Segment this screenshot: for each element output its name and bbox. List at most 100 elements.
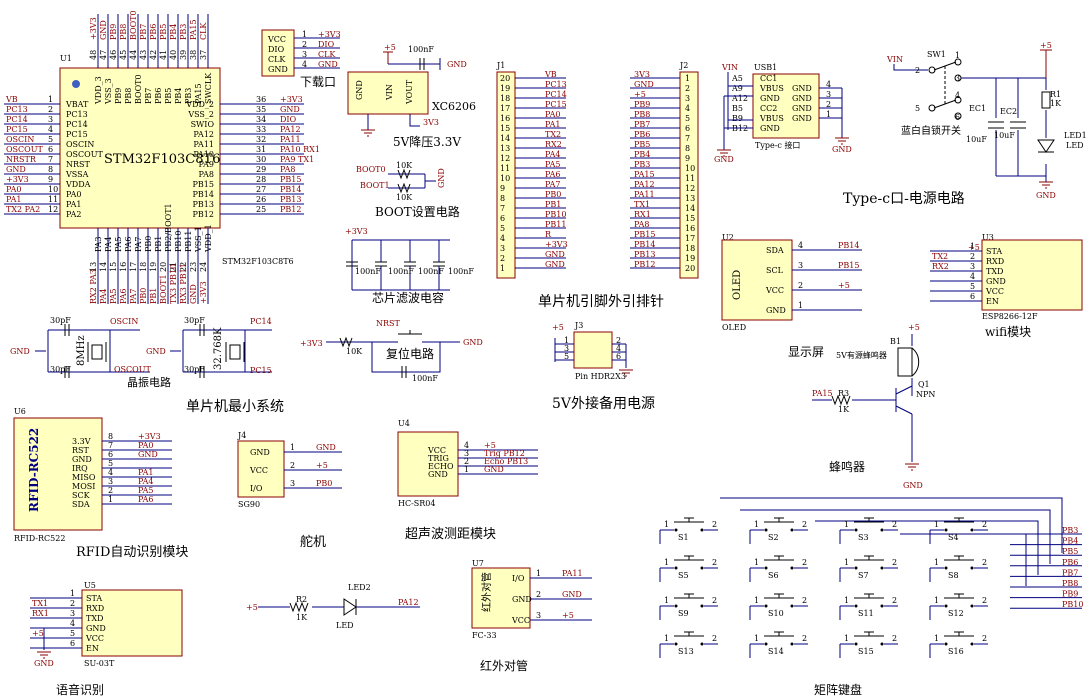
key-label-1: S2 bbox=[768, 533, 779, 542]
led2-circuit: +5 R2 1K LED2 LED PA12 bbox=[246, 583, 420, 630]
mcu-left-name-10: PA1 bbox=[66, 200, 82, 209]
mcu-top-net-4: BOOT0 bbox=[129, 10, 138, 40]
mcu-right-pin-8: 28 bbox=[256, 175, 266, 184]
mcu-top-name-7: PB5 bbox=[164, 88, 173, 104]
dl-pin-3: 3 bbox=[302, 50, 307, 59]
mcu-bottom-name-5: PB0 bbox=[144, 236, 153, 252]
mcu-bottom-pin-3: 16 bbox=[119, 262, 128, 272]
key-pin2-14: 2 bbox=[892, 634, 897, 643]
led2-plus5: +5 bbox=[246, 603, 258, 612]
usb-pin-l-1: A9 bbox=[731, 84, 743, 93]
key-label-15: S16 bbox=[948, 647, 964, 656]
key-label-0: S1 bbox=[678, 533, 689, 542]
mcu-left-name-7: VSSA bbox=[65, 170, 89, 179]
servo-pin-1: 2 bbox=[290, 461, 295, 470]
wifi-plus5: +5 bbox=[968, 243, 980, 252]
boot-r2: 10K bbox=[396, 193, 413, 202]
key-pin2-11: 2 bbox=[982, 596, 987, 605]
mcu-part: STM32F103C8T6 bbox=[222, 257, 294, 266]
mcu-left-net-2: PC14 bbox=[6, 115, 28, 124]
us-net-0: +5 bbox=[484, 441, 496, 450]
key-pin1-8: 1 bbox=[664, 596, 669, 605]
pwr-ec2v: 10uF bbox=[994, 131, 1015, 140]
regulator: +5 100nF GND GND VIN VOUT XC6206 3V3 5V降… bbox=[347, 43, 476, 149]
mcu-left-net-9: PA0 bbox=[6, 185, 22, 194]
reg-vin: VIN bbox=[385, 84, 394, 101]
led2-net: PA12 bbox=[398, 598, 419, 607]
rfid-pin-6: 2 bbox=[108, 486, 113, 495]
mcu-left-name-3: PC15 bbox=[66, 130, 88, 139]
key-pin2-13: 2 bbox=[802, 634, 807, 643]
key-label-5: S6 bbox=[768, 571, 779, 580]
mcu-bottom-pin-2: 15 bbox=[109, 262, 118, 272]
bz-r3v: 1K bbox=[838, 405, 850, 414]
key-label-6: S7 bbox=[858, 571, 869, 580]
dl-net-1: +3V3 bbox=[318, 30, 341, 39]
rfid-name: RFID-RC522 bbox=[27, 428, 41, 512]
key-pin1-3: 1 bbox=[934, 520, 939, 529]
j2-net-9: PB3 bbox=[634, 160, 650, 169]
mcu-right-name-10: PB13 bbox=[193, 200, 214, 209]
key-net-3: PB6 bbox=[1062, 558, 1078, 567]
mcu-bottom-name-11: VDD_1 bbox=[204, 224, 213, 253]
rfid-pin-1: 7 bbox=[108, 441, 113, 450]
xtal-c-top2: 30pF bbox=[184, 316, 205, 325]
key-net-4: PB7 bbox=[1062, 568, 1078, 577]
j3-l3: 5 bbox=[564, 352, 569, 361]
oled-pin-0: 4 bbox=[798, 241, 803, 250]
pinout-title: 单片机引脚外引排针 bbox=[538, 294, 664, 310]
rfid-name-1: RST bbox=[72, 446, 90, 455]
dl-net-3: CLK bbox=[318, 50, 336, 59]
xtal-x1: 8MHz bbox=[76, 335, 87, 366]
key-pin1-9: 1 bbox=[754, 596, 759, 605]
mcu-bottom-pin-0: 13 bbox=[89, 262, 98, 272]
j2-pin-14: 15 bbox=[685, 214, 695, 223]
wifi-pin-2: 3 bbox=[970, 262, 975, 271]
usb-name-l-2: GND bbox=[760, 94, 780, 103]
us-pin-0: 4 bbox=[464, 441, 469, 450]
key-pin1-5: 1 bbox=[754, 558, 759, 567]
mcu-bottom-pin-11: 24 bbox=[199, 262, 208, 272]
xtal-title: 晶振电路 bbox=[127, 375, 171, 389]
voice-net-1: TX1 bbox=[32, 599, 48, 608]
minsys-title: 单片机最小系统 bbox=[186, 399, 284, 415]
mcu-bottom-pin-6: 19 bbox=[149, 262, 158, 272]
sw-p3: 3 bbox=[955, 74, 960, 83]
ir-net-2: +5 bbox=[562, 611, 574, 620]
key-label-7: S8 bbox=[948, 571, 959, 580]
j1-ref: J1 bbox=[496, 61, 505, 70]
usb-pin-l-3: B5 bbox=[732, 104, 743, 113]
j2-net-1: GND bbox=[634, 80, 654, 89]
boot-gnd: GND bbox=[437, 168, 446, 188]
ir-part: FC-33 bbox=[472, 631, 497, 640]
mcu-right-net-2: DIO bbox=[280, 115, 297, 124]
mcu-right-name-8: PB15 bbox=[193, 180, 214, 189]
reg-cap: 100nF bbox=[408, 45, 434, 54]
j1-pin-8: 12 bbox=[500, 154, 510, 163]
wifi-title: wifi模块 bbox=[985, 325, 1031, 339]
oled-ref: U2 bbox=[722, 233, 734, 242]
boot-title: BOOT设置电路 bbox=[375, 204, 460, 219]
mcu-bottom-pin-8: 21 bbox=[169, 262, 178, 272]
mcu-top-pin-11: 37 bbox=[199, 50, 208, 60]
mcu-body bbox=[59, 67, 221, 229]
j2-pin-3: 4 bbox=[685, 104, 690, 113]
mcu-top-pin-9: 39 bbox=[179, 50, 188, 60]
j1-net-10: PA6 bbox=[545, 170, 561, 179]
oled-name-0: SDA bbox=[766, 246, 784, 255]
sw-p6: 6 bbox=[955, 113, 960, 122]
mcu-right-pin-3: 33 bbox=[256, 125, 266, 134]
filt-c2: 100nF bbox=[388, 267, 414, 276]
mcu-top-name-9: PB3 bbox=[184, 88, 193, 104]
oled-name-2: VCC bbox=[765, 286, 784, 295]
dl-name-1: VCC bbox=[267, 35, 286, 44]
mcu-right-name-0: VDD_2 bbox=[185, 100, 214, 109]
usb-pin-r-2: 2 bbox=[826, 100, 831, 109]
rfid-name-2: GND bbox=[72, 455, 92, 464]
key-pin2-7: 2 bbox=[982, 558, 987, 567]
mcu-right-net-6: PA9 TX1 bbox=[280, 155, 314, 164]
dl-name-3: CLK bbox=[268, 55, 286, 64]
voice-ref: U5 bbox=[84, 581, 96, 590]
key-net-1: PB4 bbox=[1062, 537, 1078, 546]
